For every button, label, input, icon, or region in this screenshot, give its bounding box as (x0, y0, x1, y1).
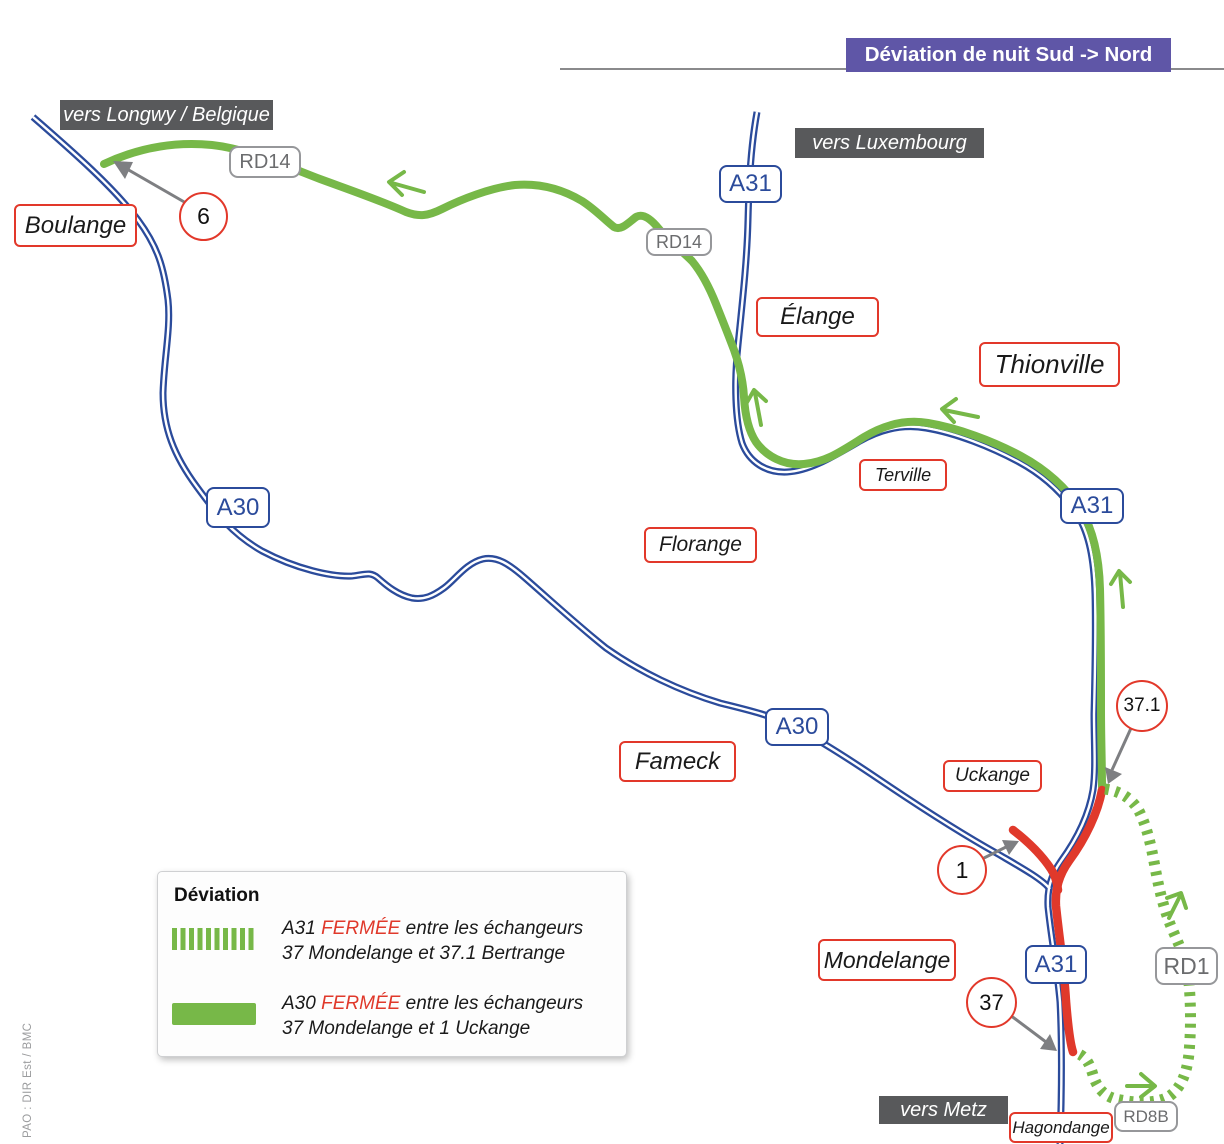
closed-a30-section (1008, 825, 1063, 895)
town-label-fameck: Fameck (619, 741, 736, 782)
legend-road-status: FERMÉE (321, 918, 401, 939)
legend-road-tail: entre les échangeurs (405, 993, 584, 1014)
gray-arrowhead-icon (1002, 840, 1019, 855)
interchange-1-badge: 1 (937, 845, 987, 895)
town-label-mondelange: Mondelange (818, 939, 956, 981)
legend-title: Déviation (174, 885, 260, 906)
green-arrow-up-icon (1109, 569, 1132, 609)
road-shield-a31-east: A31 (1060, 488, 1124, 524)
closed-a31-section (1051, 785, 1107, 1057)
interchange-pointer-arrows (113, 161, 1134, 1051)
road-shield-a30-west: A30 (206, 487, 270, 528)
green-arrow-right-icon (1125, 1072, 1157, 1099)
town-label-hagondange: Hagondange (1009, 1112, 1113, 1143)
town-label-boulange: Boulange (14, 204, 137, 247)
sign-vers-longwy: vers Longwy / Belgique (60, 100, 273, 130)
green-arrow-left-icon (940, 397, 980, 424)
map-title-banner: Déviation de nuit Sud -> Nord (846, 38, 1171, 72)
sign-vers-metz: vers Metz (879, 1096, 1008, 1124)
gray-arrowhead-icon (1040, 1034, 1057, 1051)
interchange-6-badge: 6 (179, 192, 228, 241)
legend-road-tail: entre les échangeurs (405, 918, 584, 939)
road-shield-a30-mid: A30 (765, 708, 829, 746)
deviation-direction-arrows (387, 170, 1188, 1099)
road-shield-rd14-east: RD14 (646, 228, 712, 256)
green-arrow-left-icon (387, 170, 426, 197)
town-label-florange: Florange (644, 527, 757, 563)
town-label-uckange: Uckange (943, 760, 1042, 792)
legend-item-a31-line2: 37 Mondelange et 37.1 Bertrange (282, 943, 566, 964)
route-a30-deviation-path (100, 139, 1106, 791)
sign-vers-luxembourg: vers Luxembourg (795, 128, 984, 158)
road-a31-centerline (734, 111, 1097, 1144)
legend-item-a30-line2: 37 Mondelange et 1 Uckange (282, 1018, 531, 1039)
road-shield-rd8b: RD8B (1114, 1101, 1178, 1132)
legend-road-name: A31 (282, 918, 316, 939)
legend-road-status: FERMÉE (321, 993, 401, 1014)
credit-text: PAO : DIR Est / BMC (22, 1022, 34, 1138)
gray-arrowhead-icon (113, 161, 133, 179)
green-arrow-upright-icon (1165, 891, 1188, 920)
road-shield-rd1: RD1 (1155, 947, 1218, 985)
interchange-37-1-badge: 37.1 (1116, 680, 1168, 732)
road-shield-a31-south: A31 (1025, 945, 1087, 984)
gray-arrowhead-icon (1105, 767, 1122, 784)
legend-road-name: A30 (282, 993, 316, 1014)
legend-dashed-route-swatch (172, 928, 256, 950)
interchange-37-badge: 37 (966, 977, 1017, 1028)
road-shield-rd14-west: RD14 (229, 146, 301, 178)
town-label-elange: Élange (756, 297, 879, 337)
legend-solid-route-swatch (172, 1003, 256, 1025)
town-label-terville: Terville (859, 459, 947, 491)
road-shield-a31-north: A31 (719, 165, 782, 203)
road-a31-path (732, 111, 1099, 1144)
town-label-thionville: Thionville (979, 342, 1120, 387)
green-arrow-up-icon (744, 388, 768, 427)
route-a31-deviation-path (1076, 783, 1196, 1108)
